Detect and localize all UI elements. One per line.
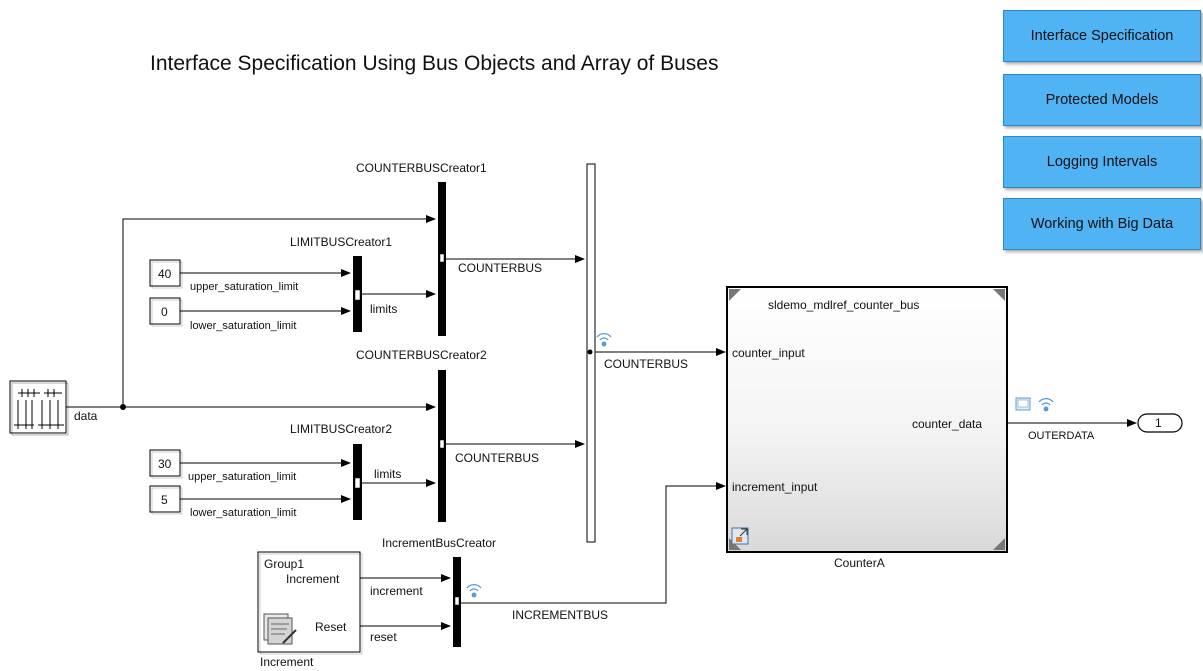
model-port-counter-input: counter_input xyxy=(732,346,805,360)
counterbus-label-2: COUNTERBUS xyxy=(455,451,539,465)
bus-port-glyph xyxy=(439,253,445,263)
bus-port-glyph xyxy=(454,596,460,606)
signal-builder-block[interactable] xyxy=(9,380,69,436)
constant-block-30[interactable] xyxy=(149,449,183,479)
upper-saturation-limit-label-2: upper_saturation_limit xyxy=(188,471,296,483)
constant-block-0[interactable] xyxy=(149,297,183,327)
subsystem-port-increment: Increment xyxy=(286,572,340,586)
constant-value-30: 30 xyxy=(158,457,172,471)
working-with-big-data-button[interactable]: Working with Big Data xyxy=(1003,198,1201,250)
counterbus-label-1: COUNTERBUS xyxy=(458,261,542,275)
logging-badge-icon xyxy=(466,584,482,598)
interface-specification-button[interactable]: Interface Specification xyxy=(1003,10,1201,62)
lower-saturation-limit-label-1: lower_saturation_limit xyxy=(190,320,296,332)
constant-value-5: 5 xyxy=(161,493,168,507)
limits-label-1: limits xyxy=(370,302,397,316)
signal-editor-icon xyxy=(263,613,297,645)
signal-builder-icon xyxy=(14,389,64,429)
logging-badge-icon xyxy=(596,333,612,347)
lower-saturation-limit-label-2: lower_saturation_limit xyxy=(190,507,296,519)
signal-data-label: data xyxy=(74,409,98,423)
limits-label-2: limits xyxy=(374,467,401,481)
increment-signal-label: increment xyxy=(370,584,423,598)
logging-intervals-button[interactable]: Logging Intervals xyxy=(1003,136,1201,188)
subsystem-name: Increment xyxy=(260,655,314,669)
subsystem-port-reset: Reset xyxy=(315,620,347,634)
branch-point xyxy=(120,404,126,410)
outport-number: 1 xyxy=(1155,416,1162,430)
bus-port-glyph xyxy=(354,289,361,301)
constant-value-40: 40 xyxy=(158,267,172,281)
limitbuscreator2-label: LIMITBUSCreator2 xyxy=(290,422,392,436)
model-name: CounterA xyxy=(834,556,885,570)
constant-block-5[interactable] xyxy=(149,485,183,515)
model-reference-block[interactable] xyxy=(726,286,1008,553)
counterbuscreator2-label: COUNTERBUSCreator2 xyxy=(356,348,487,362)
bus-port-glyph xyxy=(354,477,361,489)
outerdata-label: OUTERDATA xyxy=(1028,430,1095,442)
constant-block-40[interactable] xyxy=(149,259,183,289)
reset-signal-label: reset xyxy=(370,630,397,644)
model-port-counter-data: counter_data xyxy=(912,417,982,431)
subsystem-title: Group1 xyxy=(264,557,304,571)
model-title: sldemo_mdlref_counter_bus xyxy=(768,298,919,312)
logging-badge-icon xyxy=(1038,398,1054,412)
protected-models-button[interactable]: Protected Models xyxy=(1003,74,1201,126)
limitbuscreator1-label: LIMITBUSCreator1 xyxy=(290,235,392,249)
constant-value-0: 0 xyxy=(161,305,168,319)
branch-point xyxy=(587,349,593,355)
outport-block[interactable] xyxy=(1137,413,1183,433)
model-port-increment-input: increment_input xyxy=(732,480,818,494)
upper-saturation-limit-label-1: upper_saturation_limit xyxy=(190,281,298,293)
diagram-title: Interface Specification Using Bus Object… xyxy=(150,52,719,75)
counterbuscreator1-label: COUNTERBUSCreator1 xyxy=(356,161,487,175)
viewer-icon xyxy=(1015,397,1031,411)
incrementbus-label: INCREMENTBUS xyxy=(512,608,608,622)
counterbus-array-label: COUNTERBUS xyxy=(604,357,688,371)
model-reference-badge-icon xyxy=(731,527,749,545)
incrementbuscreator-label: IncrementBusCreator xyxy=(382,536,496,550)
bus-port-glyph xyxy=(439,439,445,449)
